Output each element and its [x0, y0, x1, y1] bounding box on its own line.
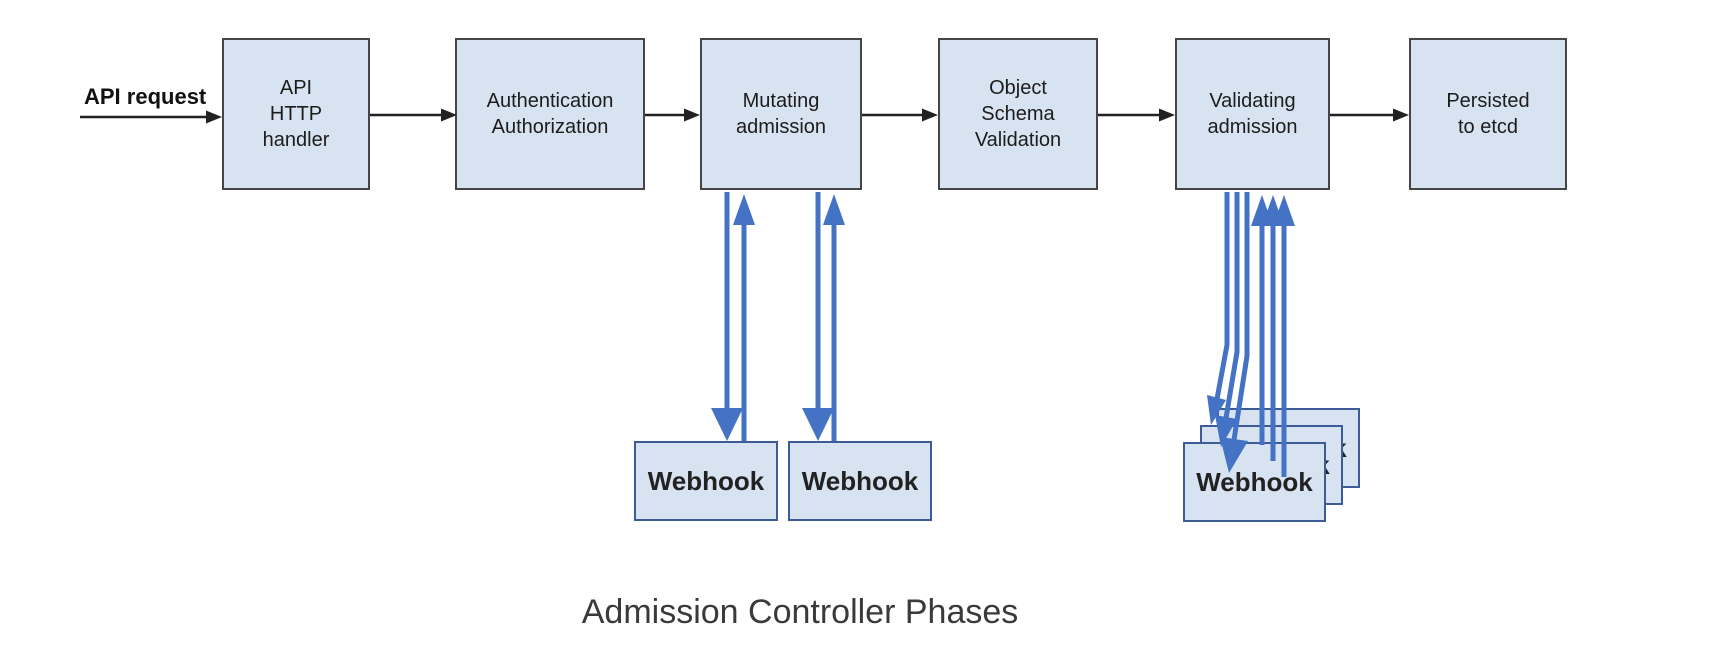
- phase-box-persisted-to-etcd: Persisted to etcd: [1409, 38, 1567, 190]
- webhook-label: Webhook: [1196, 466, 1313, 497]
- validating-webhook-down-arrow-1: [1207, 192, 1230, 425]
- phase-label: API HTTP handler: [262, 77, 330, 151]
- phase-label: Authentication Authorization: [486, 90, 614, 138]
- phase-label: Mutating admission: [735, 90, 827, 138]
- phase-box-authentication-authorization: Authentication Authorization: [455, 38, 645, 190]
- mutating-webhook2-down-arrow: [802, 192, 834, 441]
- phase-box-mutating-admission: Mutating admission: [700, 38, 862, 190]
- api-request-arrow: [80, 110, 222, 124]
- mutating-webhook-box-2: Webhook: [788, 441, 932, 521]
- mutating-webhook1-up-arrow: [733, 194, 755, 441]
- connector-arrow-validating-to-etcd: [1330, 108, 1409, 122]
- mutating-webhook1-down-arrow: [711, 192, 743, 441]
- mutating-webhook-box-1: Webhook: [634, 441, 778, 521]
- api-request-label: API request: [84, 84, 207, 109]
- webhook-label: Webhook: [801, 465, 919, 496]
- phase-box-validating-admission: Validating admission: [1175, 38, 1330, 190]
- phase-box-object-schema-validation: Object Schema Validation: [938, 38, 1098, 190]
- phase-label: Persisted to etcd: [1446, 90, 1530, 138]
- connector-arrow-auth-to-mutating: [645, 108, 700, 122]
- validating-webhook-box-front: Webhook: [1183, 442, 1326, 522]
- diagram-caption: Admission Controller Phases: [581, 593, 1019, 631]
- connector-arrow-handler-to-auth: [370, 108, 457, 122]
- phase-box-api-http-handler: API HTTP handler: [222, 38, 370, 190]
- connector-arrow-schema-to-validating: [1098, 108, 1175, 122]
- connector-arrow-mutating-to-schema: [862, 108, 938, 122]
- phase-label: Object Schema Validation: [974, 77, 1062, 151]
- webhook-label: Webhook: [647, 465, 765, 496]
- mutating-webhook2-up-arrow: [823, 194, 845, 441]
- phase-label: Validating admission: [1207, 90, 1298, 138]
